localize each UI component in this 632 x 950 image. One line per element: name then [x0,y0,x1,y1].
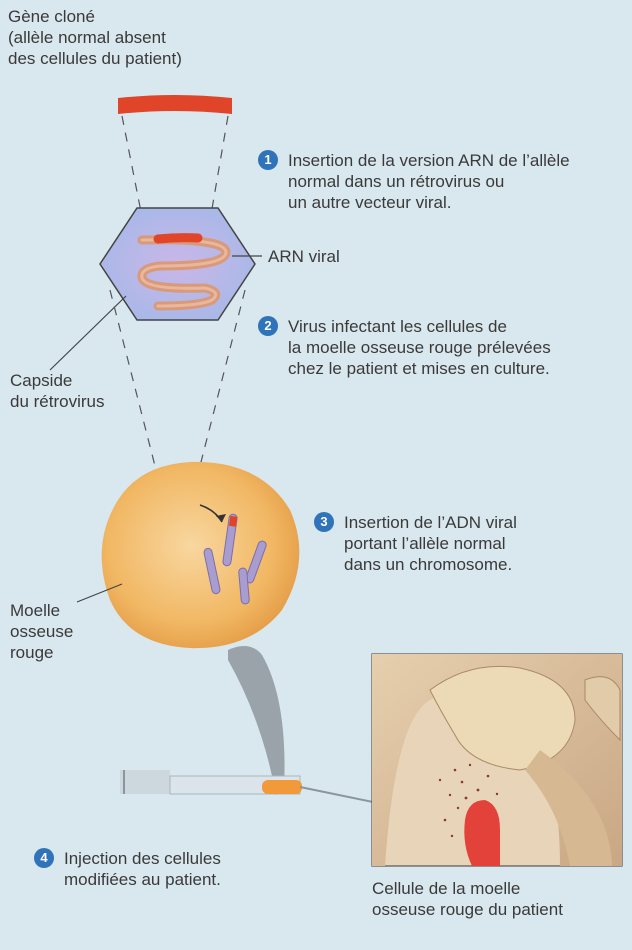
cloned-gene-label-line: des cellules du patient) [8,48,268,69]
step-4-badge: 4 [34,848,54,868]
capsid-label-line: Capside [10,370,104,391]
capsid-label: Capside du rétrovirus [10,370,104,412]
marrow-label-line: Moelle [10,600,73,621]
step-1-line: normal dans un rétrovirus ou [288,171,632,192]
marrow-region [464,800,500,866]
cloned-gene-label-line: (allèle normal absent [8,27,268,48]
cloned-gene-label: Gène cloné (allèle normal absent des cel… [8,6,268,69]
step-2-line: la moelle osseuse rouge prélevées [288,337,632,358]
step-3: 3 Insertion de l’ADN viral portant l’all… [314,512,632,575]
step-4-line: Injection des cellules [64,848,364,869]
marrow-label-line: rouge [10,642,73,663]
transfer-funnel [228,646,285,795]
cloned-gene-label-line: Gène cloné [8,6,268,27]
step-1-line: un autre vecteur viral. [288,192,632,213]
arn-viral-label: ARN viral [268,246,340,267]
step-1-badge: 1 [258,150,278,170]
step-2-line: chez le patient et mises en culture. [288,358,632,379]
step-4-line: modifiées au patient. [64,869,364,890]
step-1: 1 Insertion de la version ARN de l’allèl… [258,150,632,213]
step-2-badge: 2 [258,316,278,336]
step-4: 4 Injection des cellules modifiées au pa… [34,848,364,890]
step-2: 2 Virus infectant les cellules de la moe… [258,316,632,379]
patient-cell-label: Cellule de la moelle osseuse rouge du pa… [372,878,628,920]
marrow-label-line: osseuse [10,621,73,642]
step-3-badge: 3 [314,512,334,532]
step-3-line: Insertion de l’ADN viral [344,512,632,533]
patient-cell-label-line: osseuse rouge du patient [372,899,628,920]
patient-cell-label-line: Cellule de la moelle [372,878,628,899]
step-2-line: Virus infectant les cellules de [288,316,632,337]
inserted-allele-segment [158,238,198,239]
inserted-gene-mark [229,516,237,527]
capsid-label-line: du rétrovirus [10,391,104,412]
step-1-line: Insertion de la version ARN de l’allèle [288,150,632,171]
patient-shoulder-inset [372,654,622,866]
step-3-line: dans un chromosome. [344,554,632,575]
step-3-line: portant l’allèle normal [344,533,632,554]
marrow-cell [102,462,300,648]
cloned-gene-bar [118,95,232,114]
marrow-label: Moelle osseuse rouge [10,600,73,663]
